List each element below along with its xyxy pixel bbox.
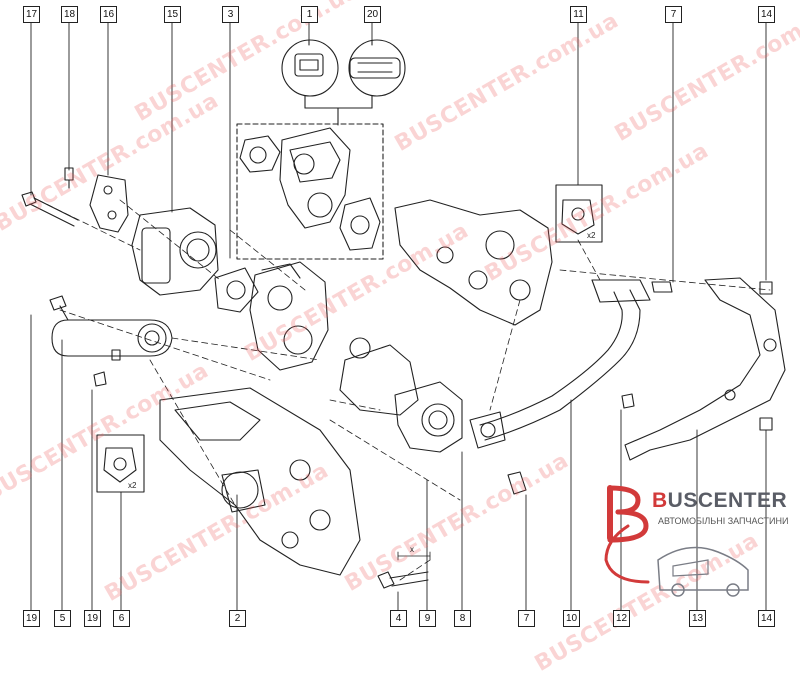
callout-15: 15 xyxy=(164,6,181,23)
bolt-17 xyxy=(21,191,79,227)
callout-17: 17 xyxy=(23,6,40,23)
callout-20: 20 xyxy=(364,6,381,23)
callout-7-top: 7 xyxy=(665,6,682,23)
multiplier-note: x2 xyxy=(128,481,137,490)
bracket-13 xyxy=(624,277,786,461)
callout-19-a: 19 xyxy=(23,610,40,627)
gasket-6-box xyxy=(96,434,145,493)
egr-valve-upper-body xyxy=(239,127,381,251)
leader-lines xyxy=(30,21,767,611)
callout-4: 4 xyxy=(390,610,407,627)
callout-14-top: 14 xyxy=(758,6,775,23)
callout-1: 1 xyxy=(301,6,318,23)
callout-11: 11 xyxy=(570,6,587,23)
callout-14-bottom: 14 xyxy=(758,610,775,627)
callout-16: 16 xyxy=(100,6,117,23)
assembly-lines xyxy=(37,199,771,581)
callout-3: 3 xyxy=(222,6,239,23)
logo-wordmark: BUSCENTER xyxy=(652,489,788,512)
pipe-10 xyxy=(469,279,651,449)
intake-manifold-2 xyxy=(159,387,361,576)
dimension-x xyxy=(397,551,431,561)
diagram-drawing xyxy=(21,21,786,611)
callout-7-bottom: 7 xyxy=(518,610,535,627)
callout-12: 12 xyxy=(613,610,630,627)
gasket-3 xyxy=(214,267,259,313)
callout-13: 13 xyxy=(689,610,706,627)
callout-6: 6 xyxy=(113,610,130,627)
callout-10: 10 xyxy=(563,610,580,627)
exhaust-manifold xyxy=(394,199,553,326)
egr-valve-upper xyxy=(236,123,384,260)
multiplier-note: x2 xyxy=(587,231,596,240)
tube-5 xyxy=(49,295,173,387)
callout-18: 18 xyxy=(61,6,78,23)
egr-cooler-8 xyxy=(339,337,463,453)
callout-19-b: 19 xyxy=(84,610,101,627)
callout-8: 8 xyxy=(454,610,471,627)
connector-inset xyxy=(281,39,406,126)
bolts-right xyxy=(507,281,773,495)
dimension-note: x xyxy=(410,545,414,554)
callout-5: 5 xyxy=(54,610,71,627)
bracket-16 xyxy=(64,167,129,233)
buscenter-logo-mark xyxy=(604,485,749,597)
egr-valve-main xyxy=(249,261,329,371)
bolt-4 xyxy=(377,571,429,589)
logo-tagline: АВТОМОБІЛЬНІ ЗАПЧАСТИНИ xyxy=(658,516,789,526)
callout-9: 9 xyxy=(419,610,436,627)
callout-2: 2 xyxy=(229,610,246,627)
throttle-15 xyxy=(131,207,219,296)
